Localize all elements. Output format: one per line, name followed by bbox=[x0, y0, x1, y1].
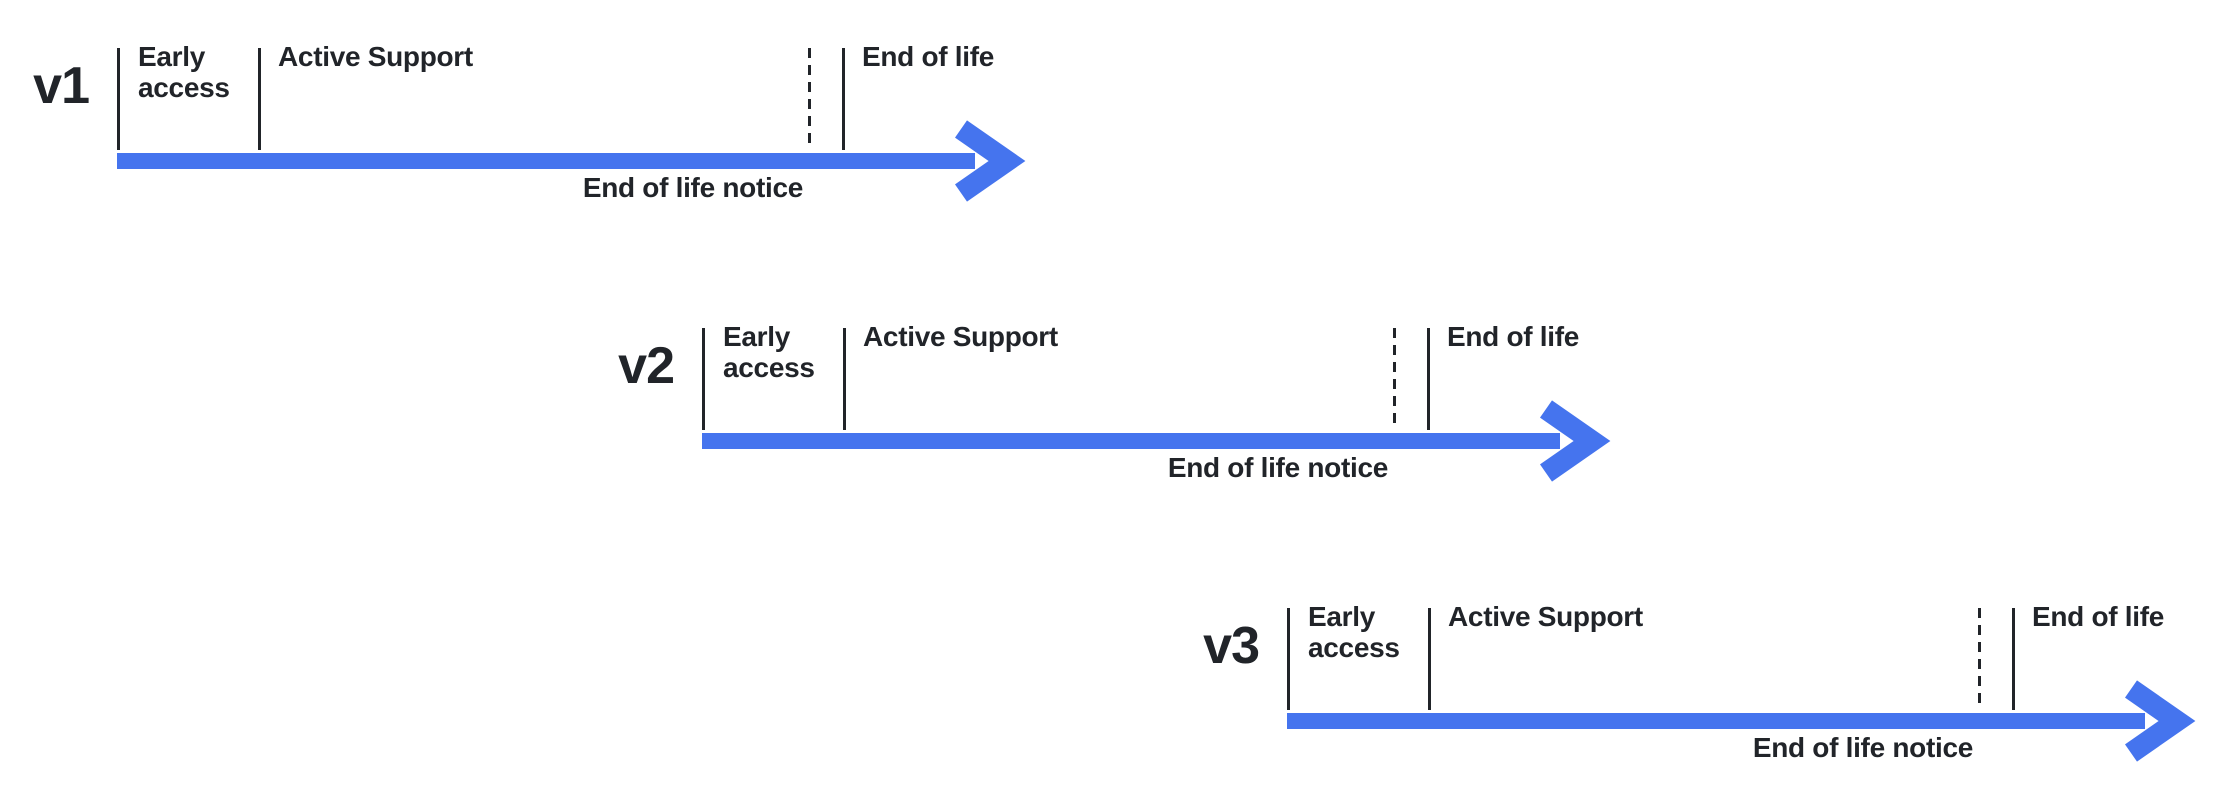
version-label: v3 bbox=[1203, 617, 1260, 675]
arrow-head-icon bbox=[2125, 680, 2196, 762]
eol-notice-label: End of life notice bbox=[582, 172, 803, 203]
end-of-life-label: End of life bbox=[2032, 601, 2165, 632]
early-access-start-tick bbox=[1287, 608, 1290, 710]
early-access-start-tick bbox=[117, 48, 120, 150]
arrow-head-icon bbox=[955, 120, 1026, 202]
end-of-life-tick bbox=[842, 48, 845, 150]
end-of-life-tick bbox=[2012, 608, 2015, 710]
active-support-start-tick bbox=[843, 328, 846, 430]
active-support-label: Active Support bbox=[1448, 601, 1643, 632]
early-access-label: Early access bbox=[723, 321, 815, 383]
arrow-shaft bbox=[702, 433, 1560, 449]
version-label: v2 bbox=[618, 337, 675, 395]
timeline-v1: v1 Early access Active Support End of li… bbox=[27, 41, 1037, 220]
eol-notice-label: End of life notice bbox=[1752, 732, 1973, 763]
active-support-start-tick bbox=[1428, 608, 1431, 710]
timeline-v3: v3 Early access Active Support End of li… bbox=[1197, 601, 2207, 780]
arrow-shaft bbox=[117, 153, 975, 169]
eol-notice-dashed-line bbox=[808, 48, 811, 150]
end-of-life-tick bbox=[1427, 328, 1430, 430]
timeline-v2: v2 Early access Active Support End of li… bbox=[612, 321, 1622, 500]
active-support-label: Active Support bbox=[278, 41, 473, 72]
active-support-start-tick bbox=[258, 48, 261, 150]
early-access-label: Early access bbox=[138, 41, 230, 103]
eol-notice-dashed-line bbox=[1393, 328, 1396, 430]
arrow-shaft bbox=[1287, 713, 2145, 729]
version-label: v1 bbox=[33, 57, 90, 115]
end-of-life-label: End of life bbox=[1447, 321, 1580, 352]
early-access-start-tick bbox=[702, 328, 705, 430]
end-of-life-label: End of life bbox=[862, 41, 995, 72]
early-access-label: Early access bbox=[1308, 601, 1400, 663]
eol-notice-dashed-line bbox=[1978, 608, 1981, 710]
active-support-label: Active Support bbox=[863, 321, 1058, 352]
arrow-head-icon bbox=[1540, 400, 1611, 482]
eol-notice-label: End of life notice bbox=[1167, 452, 1388, 483]
